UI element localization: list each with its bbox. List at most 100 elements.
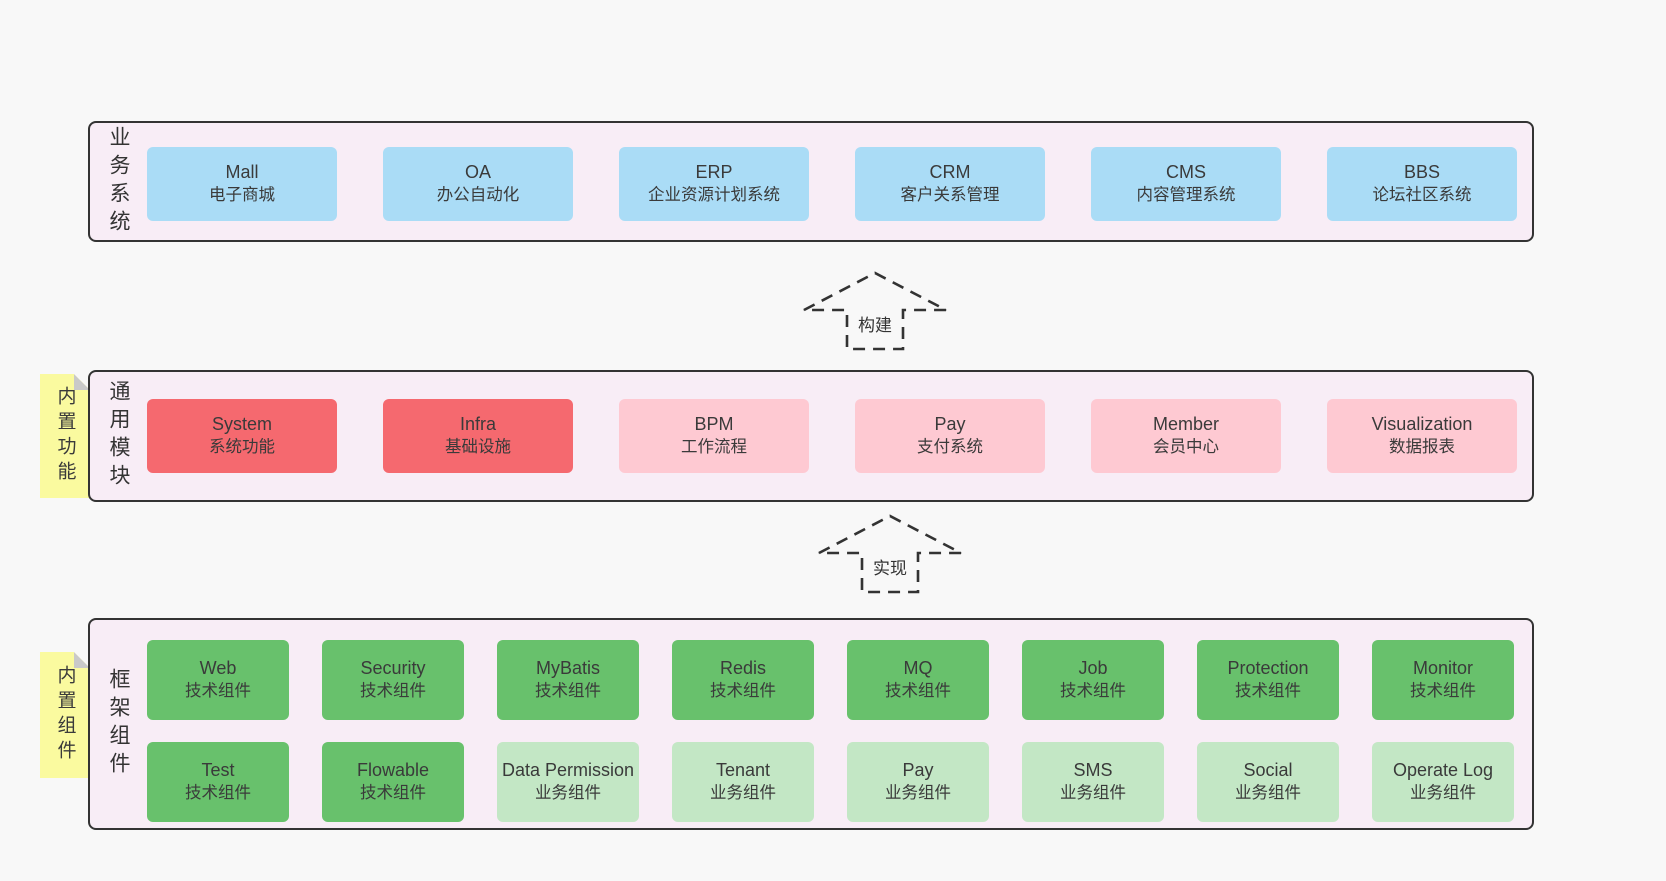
box-social: Social 业务组件 — [1197, 742, 1339, 822]
layer-label-business: 业务系统 — [107, 125, 130, 238]
box-crm: CRM 客户关系管理 — [855, 147, 1045, 221]
box-title: Operate Log — [1392, 760, 1494, 781]
box-title: Flowable — [356, 760, 430, 781]
box-oa: OA 办公自动化 — [383, 147, 573, 221]
box-data-permission: Data Permission 业务组件 — [497, 742, 639, 822]
box-subtitle: 技术组件 — [185, 783, 251, 802]
box-subtitle: 业务组件 — [1410, 783, 1476, 802]
sticky-label: 内置组件 — [54, 665, 76, 765]
business-systems-layer: 业务系统 Mall 电子商城 OA 办公自动化 ERP 企业资源计划系统 CRM… — [88, 121, 1534, 242]
box-title: Data Permission — [501, 760, 635, 781]
box-title: Visualization — [1371, 414, 1473, 435]
box-title: BPM — [694, 414, 734, 435]
box-title: OA — [464, 162, 491, 183]
box-job: Job 技术组件 — [1022, 640, 1164, 720]
box-visualization: Visualization 数据报表 — [1327, 399, 1517, 473]
sticky-label: 内置功能 — [54, 386, 76, 486]
box-subtitle: 工作流程 — [681, 437, 747, 456]
box-subtitle: 技术组件 — [1235, 681, 1301, 700]
arrow-build-label: 构建 — [855, 311, 895, 336]
layer-label-modules: 通用模块 — [107, 380, 130, 492]
box-test: Test 技术组件 — [147, 742, 289, 822]
box-title: ERP — [695, 162, 733, 183]
box-title: Pay — [934, 414, 966, 435]
box-title: MyBatis — [535, 658, 600, 679]
box-title: CRM — [929, 162, 971, 183]
arrow-implement: 实现 — [815, 513, 965, 595]
box-mybatis: MyBatis 技术组件 — [497, 640, 639, 720]
sticky-note-builtin-functions: 内置功能 — [40, 374, 90, 498]
layer-label-components: 框架组件 — [107, 668, 130, 780]
dashed-up-arrow-icon — [818, 514, 962, 594]
box-system: System 系统功能 — [147, 399, 337, 473]
box-subtitle: 基础设施 — [445, 437, 511, 456]
box-subtitle: 论坛社区系统 — [1372, 185, 1472, 204]
box-cms: CMS 内容管理系统 — [1091, 147, 1281, 221]
box-subtitle: 数据报表 — [1389, 437, 1455, 456]
box-mall: Mall 电子商城 — [147, 147, 337, 221]
box-tenant: Tenant 业务组件 — [672, 742, 814, 822]
box-subtitle: 企业资源计划系统 — [648, 185, 780, 204]
box-erp: ERP 企业资源计划系统 — [619, 147, 809, 221]
box-title: Pay — [902, 760, 934, 781]
arrow-build: 构建 — [800, 270, 950, 352]
box-web: Web 技术组件 — [147, 640, 289, 720]
box-subtitle: 技术组件 — [1060, 681, 1126, 700]
box-subtitle: 业务组件 — [535, 783, 601, 802]
box-subtitle: 业务组件 — [1060, 783, 1126, 802]
box-operate-log: Operate Log 业务组件 — [1372, 742, 1514, 822]
box-title: Web — [199, 658, 237, 679]
box-title: MQ — [903, 658, 933, 679]
common-modules-layer: 通用模块 System 系统功能 Infra 基础设施 BPM 工作流程 Pay… — [88, 370, 1534, 502]
box-subtitle: 客户关系管理 — [900, 185, 1000, 204]
box-subtitle: 技术组件 — [710, 681, 776, 700]
box-subtitle: 技术组件 — [535, 681, 601, 700]
business-box-row: Mall 电子商城 OA 办公自动化 ERP 企业资源计划系统 CRM 客户关系… — [147, 147, 1517, 221]
box-title: Monitor — [1412, 658, 1474, 679]
box-subtitle: 电子商城 — [209, 185, 275, 204]
box-subtitle: 技术组件 — [185, 681, 251, 700]
box-member: Member 会员中心 — [1091, 399, 1281, 473]
box-subtitle: 技术组件 — [360, 681, 426, 700]
box-title: Infra — [459, 414, 497, 435]
components-box-row-2: Test 技术组件 Flowable 技术组件 Data Permission … — [147, 742, 1514, 822]
box-title: Security — [360, 658, 426, 679]
dashed-up-arrow-icon — [803, 271, 947, 351]
box-mq: MQ 技术组件 — [847, 640, 989, 720]
box-monitor: Monitor 技术组件 — [1372, 640, 1514, 720]
components-box-row-1: Web 技术组件 Security 技术组件 MyBatis 技术组件 Redi… — [147, 640, 1514, 720]
box-subtitle: 业务组件 — [1235, 783, 1301, 802]
box-subtitle: 业务组件 — [885, 783, 951, 802]
box-title: Tenant — [715, 760, 771, 781]
box-infra: Infra 基础设施 — [383, 399, 573, 473]
box-subtitle: 业务组件 — [710, 783, 776, 802]
box-subtitle: 技术组件 — [885, 681, 951, 700]
box-subtitle: 办公自动化 — [436, 185, 520, 204]
box-subtitle: 会员中心 — [1153, 437, 1219, 456]
modules-box-row: System 系统功能 Infra 基础设施 BPM 工作流程 Pay 支付系统… — [147, 399, 1517, 473]
box-title: Protection — [1227, 658, 1309, 679]
box-pay-component: Pay 业务组件 — [847, 742, 989, 822]
framework-components-layer: 框架组件 Web 技术组件 Security 技术组件 MyBatis 技术组件… — [88, 618, 1534, 830]
box-title: Job — [1078, 658, 1108, 679]
box-subtitle: 内容管理系统 — [1136, 185, 1236, 204]
box-title: Test — [201, 760, 235, 781]
box-title: CMS — [1166, 162, 1206, 183]
box-title: BBS — [1403, 162, 1441, 183]
box-title: Mall — [225, 162, 259, 183]
box-redis: Redis 技术组件 — [672, 640, 814, 720]
box-subtitle: 系统功能 — [209, 437, 275, 456]
box-title: Redis — [719, 658, 767, 679]
box-title: System — [211, 414, 272, 435]
box-title: Member — [1152, 414, 1219, 435]
arrow-implement-label: 实现 — [870, 554, 910, 579]
box-title: Social — [1243, 760, 1293, 781]
box-bpm: BPM 工作流程 — [619, 399, 809, 473]
box-security: Security 技术组件 — [322, 640, 464, 720]
box-flowable: Flowable 技术组件 — [322, 742, 464, 822]
box-subtitle: 技术组件 — [360, 783, 426, 802]
box-sms: SMS 业务组件 — [1022, 742, 1164, 822]
sticky-note-builtin-components: 内置组件 — [40, 652, 90, 778]
box-title: SMS — [1073, 760, 1113, 781]
